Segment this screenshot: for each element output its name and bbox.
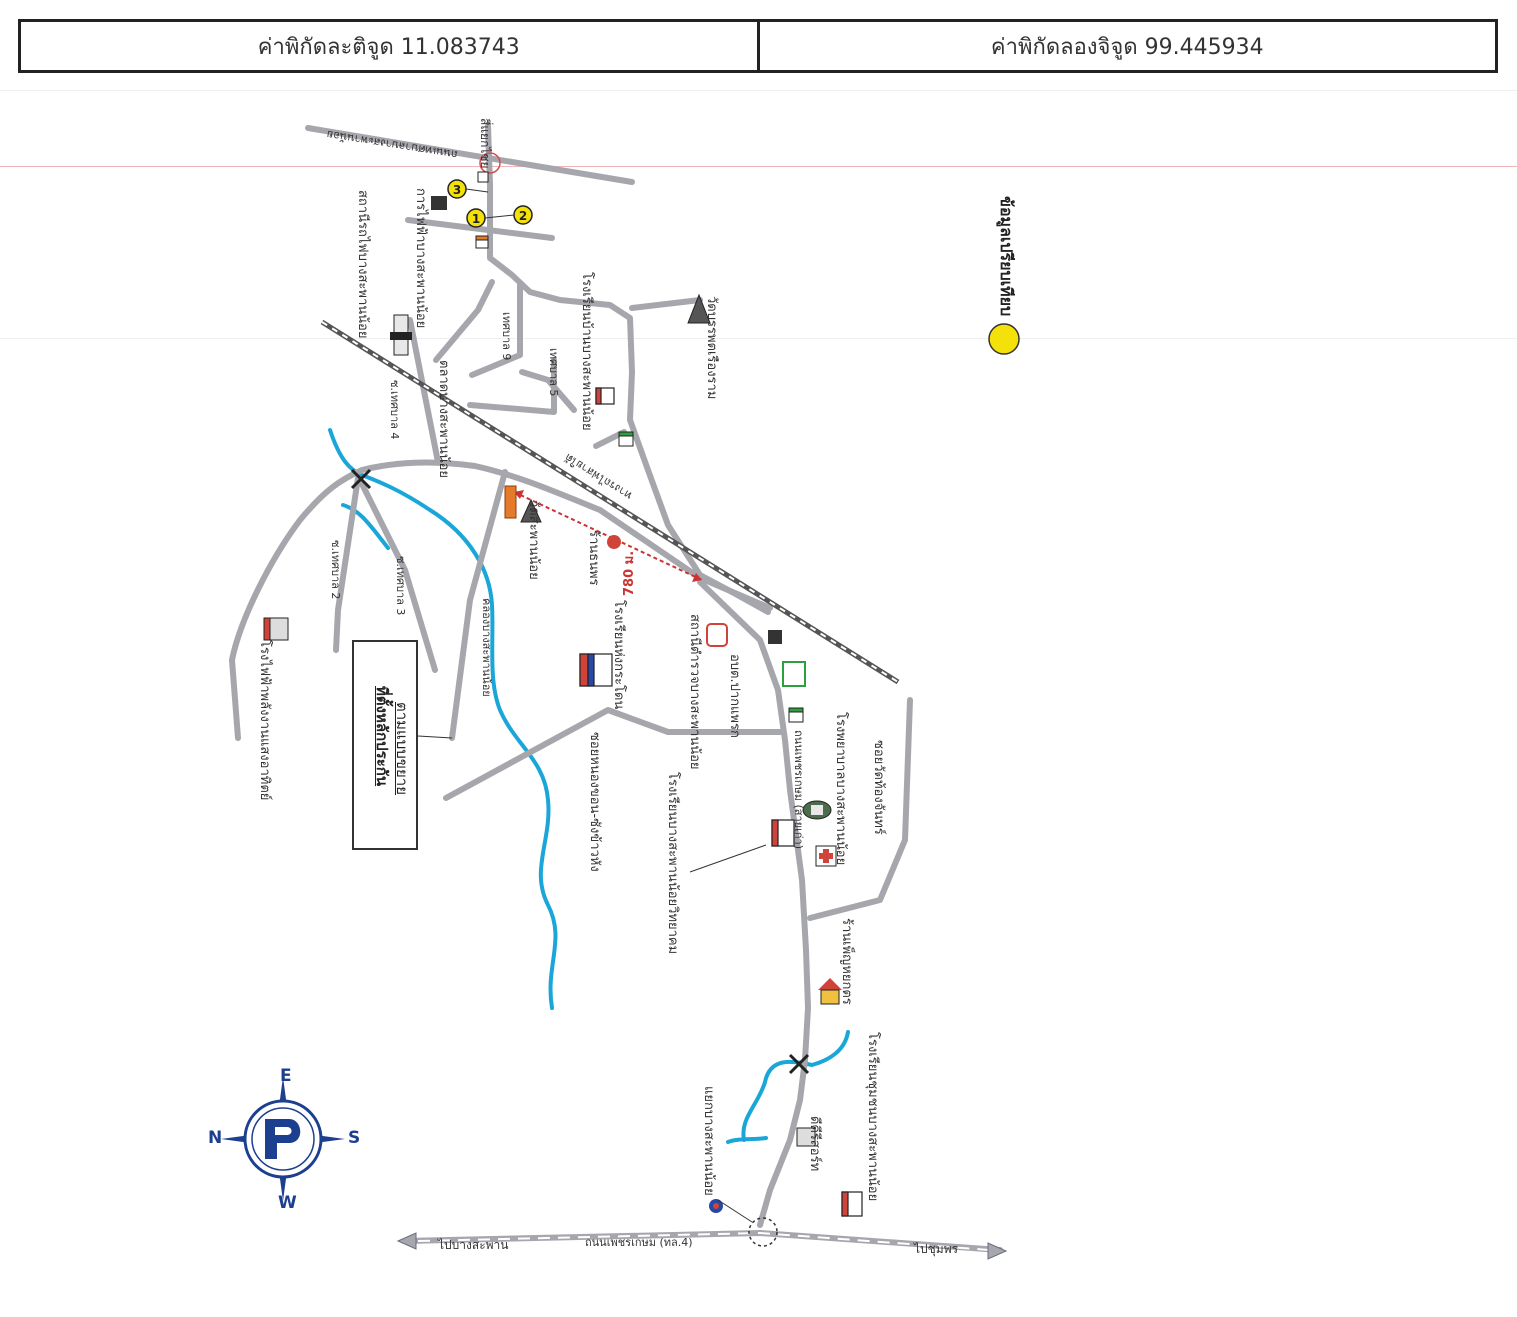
longitude-cell: ค่าพิกัดลองจิจูด 99.445934: [756, 22, 1496, 70]
rate-legend-dot: [988, 323, 1020, 355]
marker-2: 2: [513, 205, 533, 225]
marker-1: 1: [466, 208, 486, 228]
highway-centerline: [417, 1231, 991, 1251]
school-icon: [579, 387, 863, 1217]
district-office-icon: [431, 196, 782, 644]
compass-s: S: [348, 1128, 361, 1148]
legend-subtitle: ตามแบบขยาย: [393, 702, 411, 796]
label-school-4: โรงเรียนชุมชนบางสะพานน้อย: [865, 1032, 880, 1202]
label-power-plant: โรงไฟฟ้าพลังงานแสงอาทิตย์: [257, 640, 272, 801]
label-store-1: ร้านเพ็ญหยกตร: [839, 918, 854, 1005]
scan-line-red: [0, 166, 1517, 167]
leader-line: [717, 1199, 753, 1223]
coordinate-header: ค่าพิกัดละติจูด 11.083743 ค่าพิกัดลองจิจ…: [18, 19, 1498, 73]
label-district: อบต.ปากแพรก: [727, 654, 742, 738]
label-alley-2: ซ.เทศบาล 2: [329, 540, 342, 600]
label-canal: คลองบางสะพานน้อย: [480, 598, 493, 697]
railway-line: [320, 319, 900, 685]
compass-e: E: [280, 1066, 292, 1086]
fuel-icon: [709, 1199, 723, 1213]
scan-line-top: [0, 90, 1517, 91]
label-alley-9: เทศบาล 9: [500, 312, 513, 361]
label-soi-1: ซอยหนองขอน-ซังข้าวหัง: [587, 732, 602, 872]
label-resort: ดีดีรีสอร์ท: [807, 1116, 822, 1172]
label-soi-2: ซอยวัดท้องจันทร์: [871, 740, 886, 835]
leader-line: [689, 844, 767, 873]
bridge-icon: [350, 468, 372, 490]
latitude-cell: ค่าพิกัดละติจูด 11.083743: [257, 34, 520, 60]
collateral-legend: ที่ตั้งหลักประกัน ตามแบบขยาย: [352, 640, 418, 850]
station-icon: [390, 314, 412, 356]
label-alley-4: ซ.เทศบาล 4: [388, 380, 401, 440]
label-highway: ถนนเพชรเกษม (ทล.4): [585, 1236, 693, 1249]
building-icon: [263, 617, 816, 1147]
leader-line: [417, 735, 453, 739]
label-store-2: ร้านธนพร: [586, 530, 601, 586]
label-market: ตลาดบางสะพานน้อย: [436, 360, 451, 479]
compass-n: N: [208, 1128, 223, 1148]
distance-label: 780 ม.: [622, 551, 637, 596]
junction-top-ring: [479, 152, 501, 174]
river-south: [726, 1030, 850, 1144]
marker-leader: [484, 214, 515, 219]
bridge-icon: [788, 1053, 810, 1075]
gas-station-icon: [706, 623, 728, 647]
label-temple-1: วัดสะพานน้อย: [526, 500, 541, 580]
hospital-icon: [815, 845, 837, 867]
compass-w: W: [278, 1193, 297, 1213]
label-electric: การไฟฟ้าบางสะพานน้อย: [413, 188, 428, 329]
police-icon: [802, 800, 832, 820]
marker-leader: [465, 188, 489, 193]
label-station: สถานีรถไฟบางสะพานน้อย: [355, 190, 370, 339]
label-alley-3: ซ.เทศบาล 3: [394, 556, 407, 616]
property-marker: [504, 485, 517, 519]
label-police: สถานีตำรวจบางสะพานน้อย: [687, 614, 702, 770]
label-junction-1: แยกบางสะพานน้อย: [701, 1086, 716, 1196]
compass-rose: [221, 1077, 345, 1201]
label-bangsaphan-direction: ไปบางสะพาน: [438, 1238, 509, 1252]
scan-line-mid: [0, 338, 1517, 339]
svg-text:1: 1: [472, 212, 480, 226]
svg-text:2: 2: [519, 209, 527, 223]
label-chumphon-direction: ไปชุมพร: [914, 1242, 959, 1256]
landmark-icon: [782, 661, 806, 687]
label-junction-2: สี่แยกไชย: [478, 118, 492, 169]
junction-bottom-ring: [748, 1217, 778, 1247]
label-school-2: โรงเรียนห่งกระโดน: [611, 600, 626, 710]
label-hospital-road: ถนนเพชรเกษม (สายเก่า): [792, 730, 805, 850]
shop-icon: [607, 535, 621, 549]
label-temple-2: วัดบรรพตเรืองราม: [704, 296, 719, 400]
river-main: [328, 428, 558, 1010]
svg-text:3: 3: [453, 183, 461, 197]
temple-icon: [520, 293, 711, 523]
marker-3: 3: [447, 179, 467, 199]
house-icon: [818, 978, 842, 1005]
label-hospital: โรงพยาบาลบางสะพานน้อย: [833, 712, 848, 866]
label-school-1: โรงเรียนบ้านบางสะพานน้อย: [579, 272, 594, 431]
label-alley-5: เทศบาล 5: [547, 348, 560, 397]
highway-arrows: [396, 1232, 1008, 1260]
label-school-3: โรงเรียนบางสะพานน้อยวิทยาคม: [665, 772, 680, 955]
shop-icon: [475, 171, 804, 723]
rate-legend-label: ข้อมูลเปรียบเทียบ: [997, 196, 1016, 317]
